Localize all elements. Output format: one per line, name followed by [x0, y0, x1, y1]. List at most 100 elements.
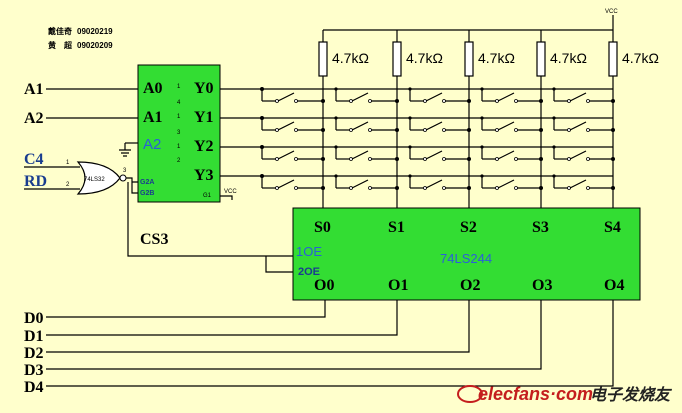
switch-blade-icon	[497, 179, 515, 189]
cs3-wire	[127, 182, 293, 257]
buffer-chip-name: 74LS244	[440, 251, 492, 266]
buffer-chip	[292, 207, 641, 301]
row-tap-dot	[408, 116, 412, 120]
row-tap-dot	[334, 174, 338, 178]
decoder-inner-num-3: 3	[177, 130, 181, 136]
resistor-body	[464, 41, 474, 77]
row-tap-dot	[552, 87, 556, 91]
switch-blade-icon	[425, 121, 443, 131]
decoder-inner-num-0: 1	[177, 84, 181, 90]
buffer-output-o1: O1	[388, 277, 408, 294]
column-junction-dot	[321, 186, 325, 190]
bus-d3-wire	[46, 300, 542, 370]
resistor-value: 4.7kΩ	[478, 50, 515, 66]
buffer-input-s2: S2	[460, 219, 477, 236]
resistor-body	[608, 41, 618, 77]
bus-d2-label: D2	[24, 345, 44, 362]
row-tap-dot	[260, 87, 264, 91]
switch-blade-icon	[425, 179, 443, 189]
bus-d4-wire	[46, 300, 614, 387]
row-tap-dot	[480, 87, 484, 91]
row-tap-dot	[480, 174, 484, 178]
switch-blade-icon	[425, 150, 443, 160]
column-junction-dot	[539, 186, 543, 190]
decoder-pin-g2b: G2B	[140, 190, 154, 197]
column-junction-dot	[321, 157, 325, 161]
column-junction-dot	[467, 186, 471, 190]
input-a2-label: A2	[24, 110, 44, 127]
buffer-input-s1: S1	[388, 219, 405, 236]
bus-d3-label: D3	[24, 362, 44, 379]
bus-d1-wire	[46, 300, 398, 336]
buffer-oe1: 1OE	[296, 244, 322, 259]
author-2-name: 黄 超	[48, 40, 73, 50]
ground-icon	[119, 143, 131, 157]
switch-blade-icon	[497, 150, 515, 160]
oe2-wire	[265, 256, 293, 273]
resistor-value: 4.7kΩ	[332, 50, 369, 66]
watermark-sub: 电子发烧友	[590, 386, 673, 404]
column-junction-dot	[395, 186, 399, 190]
row-tap-dot	[552, 174, 556, 178]
decoder-pin-g2a: G2A	[140, 179, 154, 186]
row-tap-dot	[408, 174, 412, 178]
column-junction-dot	[467, 128, 471, 132]
decoder-pin-a0: A0	[143, 80, 163, 97]
decoder-vcc-label: VCC	[224, 189, 237, 195]
row-tap-dot	[552, 116, 556, 120]
bus-d0-label: D0	[24, 310, 44, 327]
or-gate-icon	[76, 161, 121, 195]
author-1-name: 戴佳奇	[48, 26, 72, 36]
vcc-rail-label: VCC	[605, 9, 618, 15]
column-junction-dot	[611, 186, 615, 190]
column-junction-dot	[467, 157, 471, 161]
resistor-body	[536, 41, 546, 77]
decoder-pin-y2: Y2	[194, 138, 214, 155]
switch-blade-icon	[277, 179, 295, 189]
resistor-body	[392, 41, 402, 77]
buffer-oe2: 2OE	[298, 266, 320, 278]
decoder-inner-num-5: 2	[177, 158, 181, 164]
row-tap-dot	[480, 145, 484, 149]
column-junction-dot	[539, 128, 543, 132]
switch-blade-icon	[497, 92, 515, 102]
decoder-pin-y0: Y0	[194, 80, 214, 97]
input-c4-label: C4	[24, 151, 44, 168]
decoder-pin-y3: Y3	[194, 167, 214, 184]
switch-blade-icon	[497, 121, 515, 131]
row-tap-dot	[552, 145, 556, 149]
gate-label: 74LS32	[84, 177, 105, 183]
g1-wire	[220, 195, 233, 200]
switch-blade-icon	[277, 150, 295, 160]
decoder-chip	[137, 64, 221, 203]
bus-d1-label: D1	[24, 328, 44, 345]
column-junction-dot	[395, 157, 399, 161]
switch-blade-icon	[277, 121, 295, 131]
buffer-output-o4: O4	[604, 277, 624, 294]
row-tap-dot	[260, 174, 264, 178]
buffer-input-s3: S3	[532, 219, 549, 236]
column-junction-dot	[467, 99, 471, 103]
gate-pin3: 3	[123, 168, 127, 174]
row-tap-dot	[480, 116, 484, 120]
or-gate-bubble-icon	[119, 174, 127, 182]
author-1-id: 09020219	[77, 27, 113, 36]
resistor-value: 4.7kΩ	[550, 50, 587, 66]
switch-blade-icon	[569, 179, 587, 189]
row-tap-dot	[334, 87, 338, 91]
watermark-logo: elecfans·com 电子发烧友	[457, 384, 673, 404]
watermark-main: elecfans·com	[478, 384, 593, 404]
resistor-body	[318, 41, 328, 77]
decoder-pin-y1: Y1	[194, 109, 214, 126]
column-junction-dot	[539, 99, 543, 103]
switch-blade-icon	[569, 92, 587, 102]
buffer-input-s0: S0	[314, 219, 331, 236]
gate-pin2: 2	[66, 182, 70, 188]
row-tap-dot	[334, 116, 338, 120]
input-a1-label: A1	[24, 81, 44, 98]
switch-blade-icon	[277, 92, 295, 102]
gate-output-wire	[126, 177, 138, 194]
